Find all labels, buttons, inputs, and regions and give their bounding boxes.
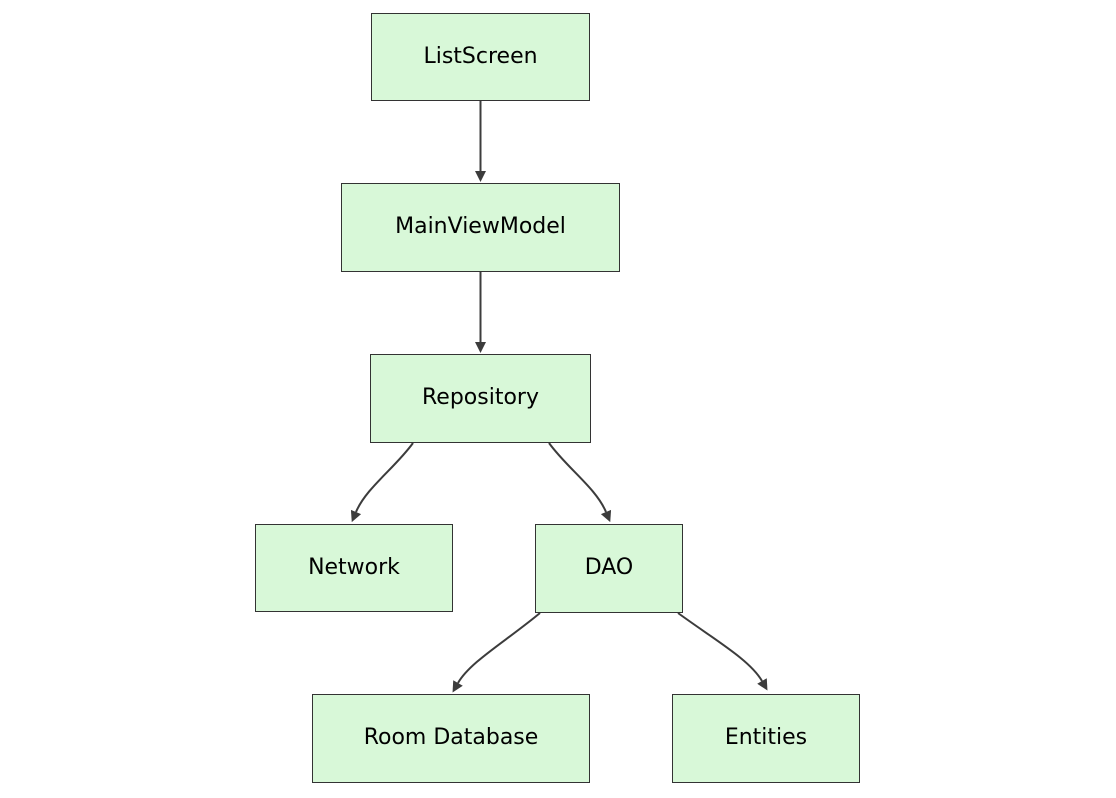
edge-repository-network [350, 442, 414, 523]
edge-dao-entities [677, 612, 768, 691]
node-network-label: Network [308, 554, 400, 580]
node-mainviewmodel-label: MainViewModel [395, 214, 566, 240]
node-repository-label: Repository [422, 385, 539, 411]
node-mainviewmodel: MainViewModel [341, 183, 620, 272]
edge-dao-room-database [452, 612, 541, 693]
node-repository: Repository [370, 354, 591, 443]
node-room-database-label: Room Database [363, 725, 539, 751]
node-room-database: Room Database [312, 694, 590, 783]
node-dao: DAO [535, 524, 683, 613]
node-entities: Entities [672, 694, 860, 783]
node-listscreen: ListScreen [371, 13, 590, 101]
node-listscreen-label: ListScreen [423, 43, 538, 69]
node-entities-label: Entities [724, 725, 808, 751]
node-dao-label: DAO [584, 555, 634, 581]
node-network: Network [255, 524, 453, 612]
edge-repository-dao [548, 442, 612, 523]
